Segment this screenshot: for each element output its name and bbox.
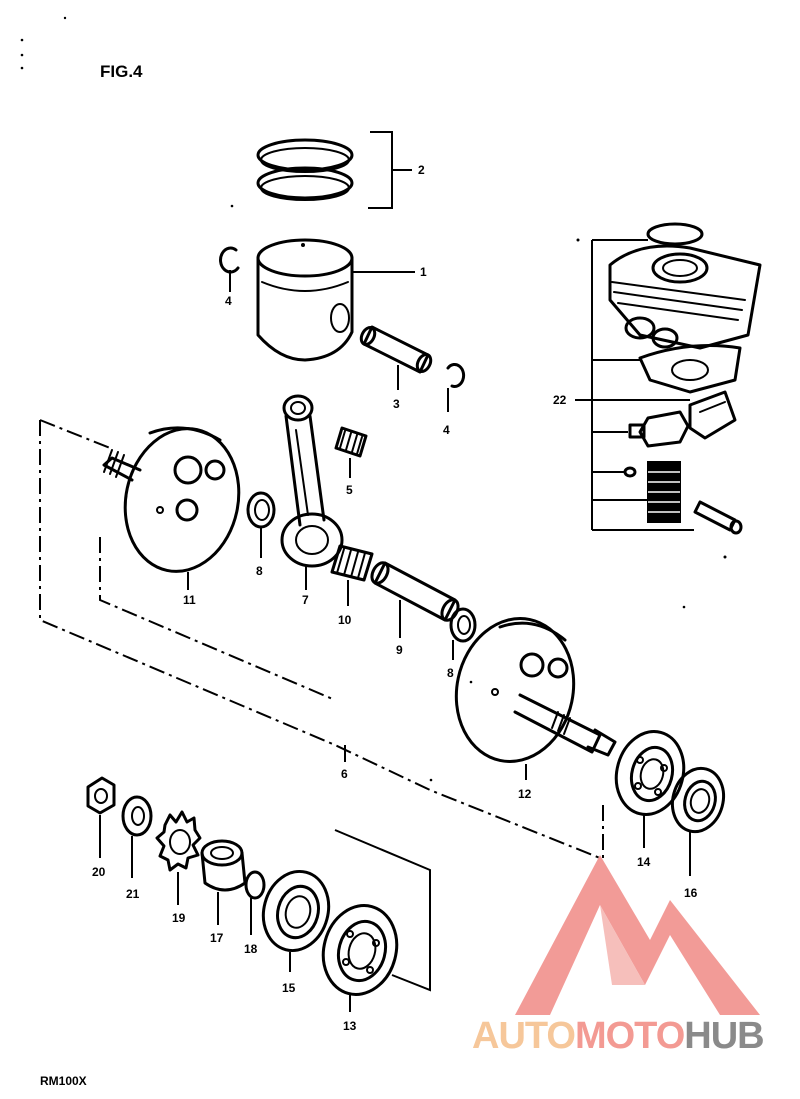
bracket-2 xyxy=(368,131,393,209)
callout-2: 2 xyxy=(418,163,425,177)
main-bearing-right xyxy=(614,730,686,816)
callout-17: 17 xyxy=(210,931,224,945)
callout-21: 21 xyxy=(126,887,140,901)
small-end-bearing xyxy=(334,426,368,458)
callout-13: 13 xyxy=(343,1019,357,1033)
callout-16: 16 xyxy=(684,886,698,900)
callout-4-left: 4 xyxy=(225,294,232,308)
spacer xyxy=(200,839,247,892)
callout-5: 5 xyxy=(346,483,353,497)
piston-rings xyxy=(256,138,354,201)
thrust-washer-left xyxy=(246,491,276,529)
watermark-logo xyxy=(515,855,760,1015)
circlip-right xyxy=(446,363,466,388)
callout-6: 6 xyxy=(341,767,348,781)
model-label: RM100X xyxy=(40,1074,87,1088)
crankshaft-assembly-bracket xyxy=(39,419,604,860)
watermark-auto: AUTO xyxy=(472,1015,575,1057)
watermark-text: AUTOMOTOHUB xyxy=(472,1015,765,1057)
callout-8-right: 8 xyxy=(447,666,454,680)
piston xyxy=(256,238,354,362)
o-ring xyxy=(244,870,266,900)
piston-pin xyxy=(359,325,433,374)
big-end-bearing xyxy=(330,544,374,582)
watermark-moto: MOTO xyxy=(575,1015,684,1057)
callout-22: 22 xyxy=(553,393,567,407)
bracket-22 xyxy=(575,239,694,531)
thrust-washer-right xyxy=(449,607,477,643)
callout-8-left: 8 xyxy=(256,564,263,578)
callout-18: 18 xyxy=(244,942,258,956)
oil-seal-left xyxy=(261,869,331,953)
connecting-rod xyxy=(280,394,344,568)
figure-title: FIG.4 xyxy=(100,62,143,81)
callout-14: 14 xyxy=(637,855,651,869)
callout-20: 20 xyxy=(92,865,106,879)
callout-15: 15 xyxy=(282,981,296,995)
oil-seal-right xyxy=(670,766,726,834)
callout-19: 19 xyxy=(172,911,186,925)
scan-specks xyxy=(20,16,727,782)
callout-11: 11 xyxy=(183,593,196,607)
callout-12: 12 xyxy=(518,787,532,801)
main-bearing-left xyxy=(321,904,399,996)
crank-web-right xyxy=(454,617,617,763)
circlip-left xyxy=(219,246,240,274)
washer xyxy=(121,795,153,837)
callout-7: 7 xyxy=(302,593,309,607)
bracket-lower xyxy=(334,829,431,992)
callout-10: 10 xyxy=(338,613,352,627)
crank-web-left xyxy=(102,426,241,573)
callout-4-right: 4 xyxy=(443,423,450,437)
callout-3: 3 xyxy=(393,397,400,411)
cylinder-set xyxy=(608,222,762,535)
watermark-hub: HUB xyxy=(684,1015,763,1057)
primary-drive-gear xyxy=(155,810,202,872)
callout-9: 9 xyxy=(396,643,403,657)
nut xyxy=(86,776,116,815)
crank-pin xyxy=(370,561,460,622)
callout-1: 1 xyxy=(420,265,427,279)
svg-text:AUTOMOTOHUB: AUTOMOTOHUB xyxy=(472,1015,764,1057)
